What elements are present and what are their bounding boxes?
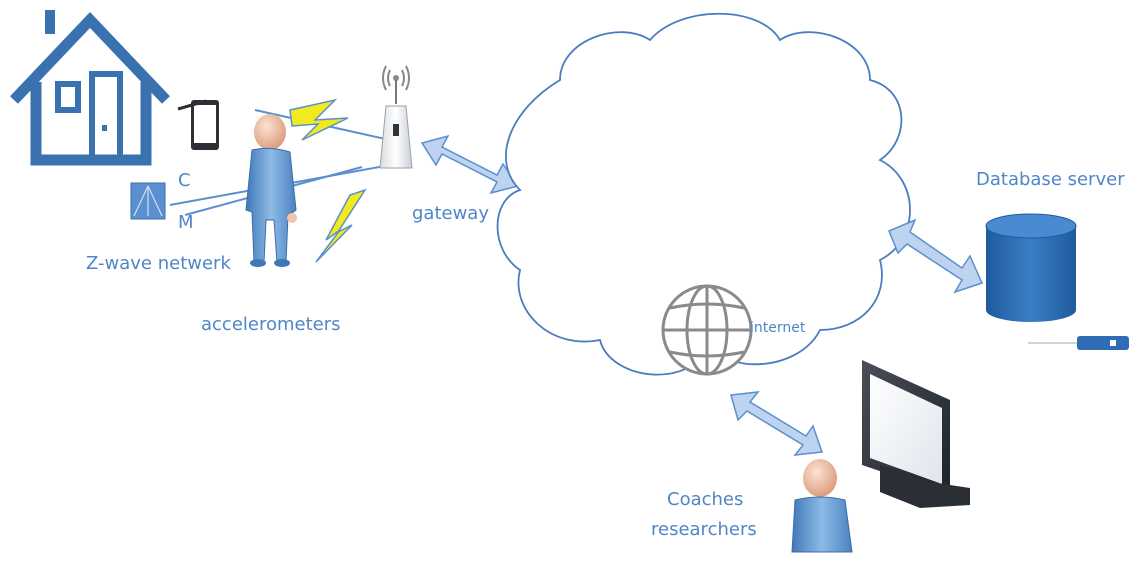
arrow-cloud-database	[888, 218, 984, 294]
lightning-icon	[289, 98, 349, 141]
router-antenna-icon	[379, 65, 413, 169]
label-c: C	[178, 170, 191, 191]
internet-cloud	[496, 13, 911, 376]
label-gateway: gateway	[412, 203, 489, 224]
tablet-icon	[177, 99, 219, 150]
globe-icon	[661, 284, 753, 376]
arrow-gateway-cloud	[420, 134, 520, 195]
database-icon	[985, 213, 1077, 322]
label-zwave-network: Z-wave netwerk	[86, 253, 231, 274]
label-researchers: researchers	[651, 519, 757, 540]
label-accelerometers: accelerometers	[201, 314, 341, 335]
house-icon	[10, 12, 170, 166]
monitor-icon	[862, 360, 970, 508]
lightning-icon-2	[315, 188, 367, 263]
person-icon	[245, 114, 297, 267]
label-database-server: Database server	[976, 169, 1125, 190]
arrow-cloud-coaches	[730, 391, 824, 456]
server-rack-icon	[1028, 336, 1129, 350]
coach-person-icon	[791, 459, 853, 553]
sensor-icon	[130, 182, 166, 220]
label-coaches: Coaches	[667, 489, 744, 510]
chimney	[45, 10, 55, 34]
label-internet: internet	[750, 320, 806, 336]
label-m: M	[178, 212, 194, 233]
